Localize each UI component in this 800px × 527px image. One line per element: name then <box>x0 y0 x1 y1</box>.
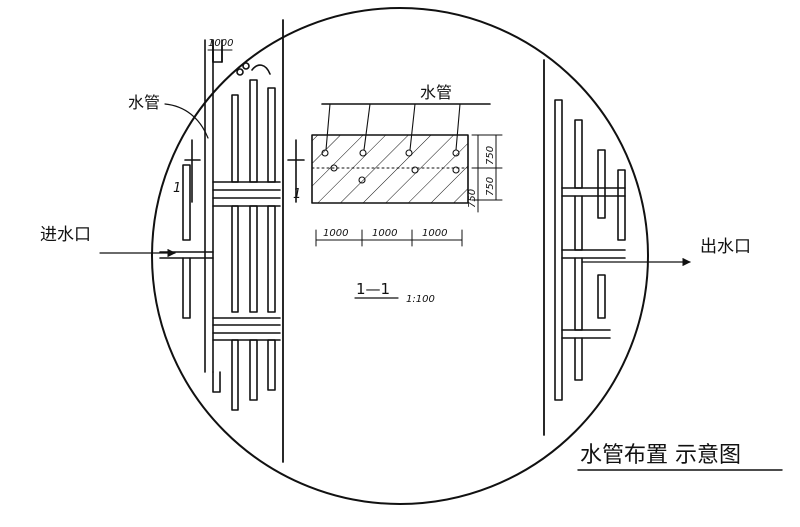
horizontal-dim-2: 1000 <box>372 228 397 239</box>
vertical-dim-3: 750 <box>467 189 478 208</box>
section-vertical-dims <box>471 134 503 213</box>
top-dimension-value: 1000 <box>208 38 233 49</box>
pipe-label-section: 水管 <box>420 83 452 102</box>
section-detail: 水管 750 750 750 <box>311 83 503 305</box>
top-dimension: 1000 <box>207 38 233 63</box>
section-horizontal-dims <box>315 229 463 247</box>
horizontal-dim-3: 1000 <box>422 228 447 239</box>
section-mark-right-label: 1 <box>293 187 301 202</box>
section-title: 1—1 <box>356 280 390 298</box>
right-pipe-group <box>554 99 626 401</box>
pipe-label-left-leader <box>164 103 209 139</box>
outlet-label: 出水口 <box>700 237 751 257</box>
drawing-title: 水管布置 示意图 <box>580 443 741 468</box>
section-mark-left-label: 1 <box>173 181 181 196</box>
vertical-dim-1: 750 <box>485 146 496 165</box>
section-scale: 1:100 <box>406 294 435 305</box>
left-pipe-group <box>159 39 281 411</box>
section-pipes <box>321 103 461 184</box>
vertical-dim-2: 750 <box>485 177 496 196</box>
horizontal-dim-1: 1000 <box>323 228 348 239</box>
pipe-label-left: 水管 <box>128 93 160 112</box>
slab-outline <box>151 7 649 505</box>
inlet-label: 进水口 <box>40 225 91 245</box>
section-cut-left: 1 1 <box>173 139 305 203</box>
concrete-section <box>311 134 469 204</box>
